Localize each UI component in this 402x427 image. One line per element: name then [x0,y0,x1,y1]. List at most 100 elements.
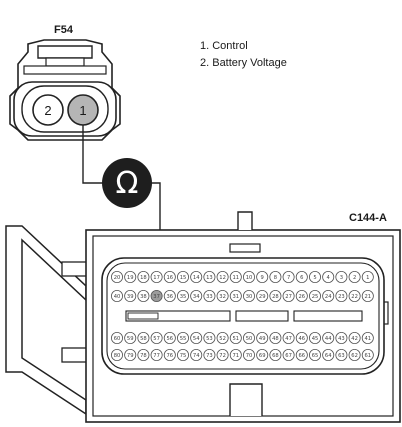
c144a-pin [308,331,321,344]
c144a-pin [335,289,348,302]
f54-pin-1-label: 1 [79,103,86,118]
c144a-pin [176,331,189,344]
c144a-pin-label: 57 [153,336,160,342]
c144a-pin [150,331,163,344]
f54-pin-2 [32,94,64,126]
c144a-pin [295,289,308,302]
c144a-pin-label: 20 [114,275,121,281]
c144a-pin [348,331,361,344]
c144a-pin [322,270,335,283]
c144a-pin-label: 33 [206,294,213,300]
c144a-pin-label: 35 [180,294,187,300]
c144a-pin-label: 24 [325,294,332,300]
c144a-pin-label: 39 [127,294,134,300]
c144a-pin [322,331,335,344]
c144a-pin [150,289,163,302]
c144a-pin [229,270,242,283]
c144a-pin-label: 80 [114,353,121,359]
c144a-pin-label: 52 [219,336,226,342]
c144a-pin [256,289,269,302]
c144a-pin-label: 19 [127,275,134,281]
legend-item-1: 1. Control [200,40,248,52]
c144a-pin-label: 75 [180,353,187,359]
ohm-meter-icon [102,158,152,208]
c144a-pin-label: 34 [193,294,200,300]
c144a-pin [348,270,361,283]
c144a-pin-label: 41 [364,336,371,342]
c144a-pin [216,331,229,344]
c144a-pin-label: 53 [206,336,213,342]
c144a-pin-label: 37 [153,294,160,300]
c144a-pin [111,331,124,344]
c144a-pin-label: 76 [166,353,173,359]
c144a-pin [361,348,374,361]
c144a-pin-label: 16 [166,275,173,281]
c144a-pin-label: 42 [351,336,358,342]
c144a-pin-label: 23 [338,294,345,300]
c144a-pin-label: 78 [140,353,147,359]
c144a-pin [203,270,216,283]
c144a-pin-label: 71 [232,353,239,359]
c144a-pin-label: 58 [140,336,147,342]
c144a-pin [176,289,189,302]
c144a-pin [216,270,229,283]
c144a-pin [295,348,308,361]
c144a-pin [282,331,295,344]
c144a-pin [269,331,282,344]
c144a-pin-label: 30 [246,294,253,300]
c144a-pin [308,270,321,283]
c144a-pin [335,270,348,283]
c144a-pin-label: 31 [232,294,239,300]
c144a-pin-label: 77 [153,353,160,359]
connector-c144a-label: C144-A [349,212,387,224]
c144a-pin [242,331,255,344]
c144a-pin-label: 40 [114,294,121,300]
c144a-pin [124,331,137,344]
c144a-pin-label: 49 [259,336,266,342]
c144a-pin [137,331,150,344]
c144a-pin [295,331,308,344]
c144a-pin-label: 62 [351,353,358,359]
c144a-pin-label: 59 [127,336,134,342]
c144a-pin [361,289,374,302]
c144a-pin-label: 29 [259,294,266,300]
c144a-pin-label: 56 [166,336,173,342]
c144a-pin [163,348,176,361]
c144a-pin [163,270,176,283]
c144a-pin [256,331,269,344]
c144a-pin [242,289,255,302]
c144a-pin [137,348,150,361]
c144a-pin-label: 46 [298,336,305,342]
c144a-pin-label: 65 [312,353,319,359]
c144a-pin-label: 14 [193,275,200,281]
meter-lead-f54 [82,125,104,184]
connector-f54: F54 2 1 [9,24,121,141]
c144a-pin [137,270,150,283]
c144a-pin-label: 8 [274,275,277,281]
c144a-pin [124,270,137,283]
c144a-pin-label: 55 [180,336,187,342]
c144a-pin [111,270,124,283]
c144a-pin [242,270,255,283]
c144a-pin [124,348,137,361]
c144a-pin-label: 72 [219,353,226,359]
c144a-pin [361,270,374,283]
c144a-pin-label: 68 [272,353,279,359]
c144a-pin [322,348,335,361]
c144a-pin [190,348,203,361]
c144a-pin-label: 51 [232,336,239,342]
c144a-pin [150,270,163,283]
connector-f54-label: F54 [54,24,74,36]
c144a-pin-label: 64 [325,353,332,359]
legend-item-2: 2. Battery Voltage [200,57,287,69]
c144a-pin [229,348,242,361]
c144a-pin-label: 3 [340,275,343,281]
c144a-pin-label: 28 [272,294,279,300]
c144a-pin [295,270,308,283]
c144a-pin [308,289,321,302]
c144a-pin [335,348,348,361]
c144a-pin-label: 12 [219,275,226,281]
c144a-pin-label: 38 [140,294,147,300]
